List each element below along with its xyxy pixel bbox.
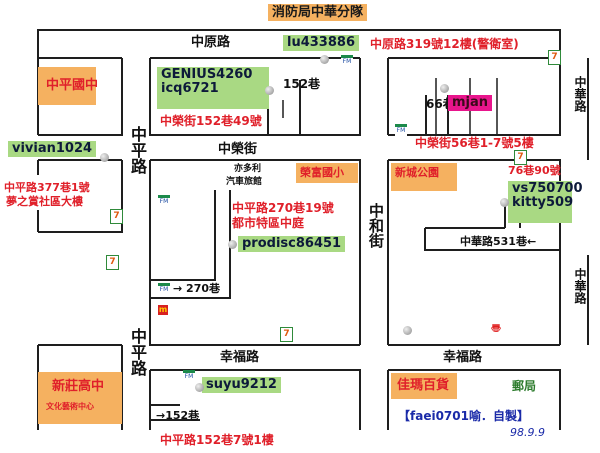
user-tag-lu433886: lu433886 (283, 35, 359, 51)
zhongping-road-label-upper: 中平路 (128, 126, 147, 174)
user-tag-mjan: mjan (448, 95, 493, 111)
zhonghua-road-label-lower: 中華路 (573, 268, 587, 304)
user-tag-suyu9212: suyu9212 (202, 377, 281, 393)
family-mart-icon: FM (341, 55, 353, 69)
lane-270-label: → 270巷 (173, 282, 221, 295)
family-mart-icon: FM (395, 124, 407, 138)
elementary-school: 榮富國小 (296, 163, 358, 183)
user-genius-line2: icq6721 (161, 80, 219, 96)
pin-marker (265, 86, 274, 95)
user-vs-line1: vs750700 (512, 181, 583, 196)
seven-eleven-icon: 7 (110, 209, 123, 224)
address-zhongping-152-7: 中平路152巷7號1樓 (160, 433, 274, 447)
map-date: 98.9.9 (510, 426, 545, 439)
pin-marker (440, 84, 449, 93)
zhonghe-street-label: 中和街 (367, 203, 385, 248)
xingfu-road-label-right: 幸福路 (443, 350, 483, 365)
family-mart-icon: FM (183, 370, 195, 384)
user-tag-vivian1024: vivian1024 (8, 141, 97, 157)
address-zhongping-377: 中平路377巷1號 (4, 181, 90, 194)
pin-marker (403, 326, 412, 335)
post-office-label: 郵局 (512, 379, 537, 393)
family-mart-icon: FM (158, 195, 170, 209)
address-community-building: 夢之賞社區大樓 (6, 195, 83, 208)
xingfu-road-label-left: 幸福路 (220, 350, 260, 365)
address-zhongrong-152-49: 中榮街152巷49號 (160, 114, 262, 128)
user-tag-prodisc86451: prodisc86451 (238, 236, 346, 252)
user-genius-line1: GENIUS4260 (161, 67, 253, 82)
address-city-courtyard: 都市特區中庭 (232, 216, 305, 230)
zhongping-junior-high: 中平國中 (38, 67, 98, 105)
pin-marker (228, 240, 237, 249)
map-credit: 【faei0701喻．自製】 (398, 409, 529, 423)
zhongyuan-road-top-edge (37, 29, 561, 58)
address-zhongrong-56: 中榮街56巷1-7號5樓 (415, 136, 534, 150)
zhonghua-road-label-upper: 中華路 (573, 76, 587, 112)
post-office-icon: 〠 (491, 324, 501, 335)
lane-152-top-label: 152巷 (283, 77, 321, 91)
user-vs-line2: kitty509 (512, 194, 574, 210)
zhongyuan-road-label: 中原路 (191, 35, 231, 50)
family-mart-icon: FM (158, 283, 170, 297)
address-zhongyuan-319: 中原路319號12樓(警衛室) (370, 37, 519, 51)
zhongping-road-label-lower: 中平路 (128, 328, 147, 376)
seven-eleven-icon: 7 (106, 255, 119, 270)
pin-marker (500, 198, 509, 207)
zhongrong-street-label: 中榮街 (218, 142, 258, 157)
pin-marker (195, 383, 204, 392)
user-tag-vs750700: vs750700 kitty509 (508, 181, 583, 223)
mcdonalds-icon: m (158, 305, 168, 315)
jiajia-department-store: 佳瑪百貨 (391, 373, 457, 399)
lane-66-label: 66巷 (426, 97, 455, 111)
xincheng-park: 新城公園 (391, 163, 457, 191)
seven-eleven-icon: 7 (514, 150, 527, 165)
pin-marker (100, 153, 109, 162)
seven-eleven-icon: 7 (548, 50, 561, 65)
pin-marker (320, 55, 329, 64)
lane-152-bottom-label: →152巷 (156, 409, 200, 422)
address-lane-76-90: 76巷90號 (508, 164, 561, 177)
hotel-name: 亦多利 (234, 164, 262, 174)
user-tag-genius4260: GENIUS4260 icq6721 (157, 67, 269, 109)
page-title: 消防局中華分隊 (268, 4, 368, 21)
address-zhongping-270-19: 中平路270巷19號 (232, 201, 334, 215)
xinzhuang-high-school: 新莊高中 文化藝術中心 (38, 372, 122, 424)
hotel-type: 汽車旅館 (226, 177, 263, 187)
lane-531-label: 中華路531巷← (460, 235, 537, 248)
seven-eleven-icon: 7 (280, 327, 293, 342)
